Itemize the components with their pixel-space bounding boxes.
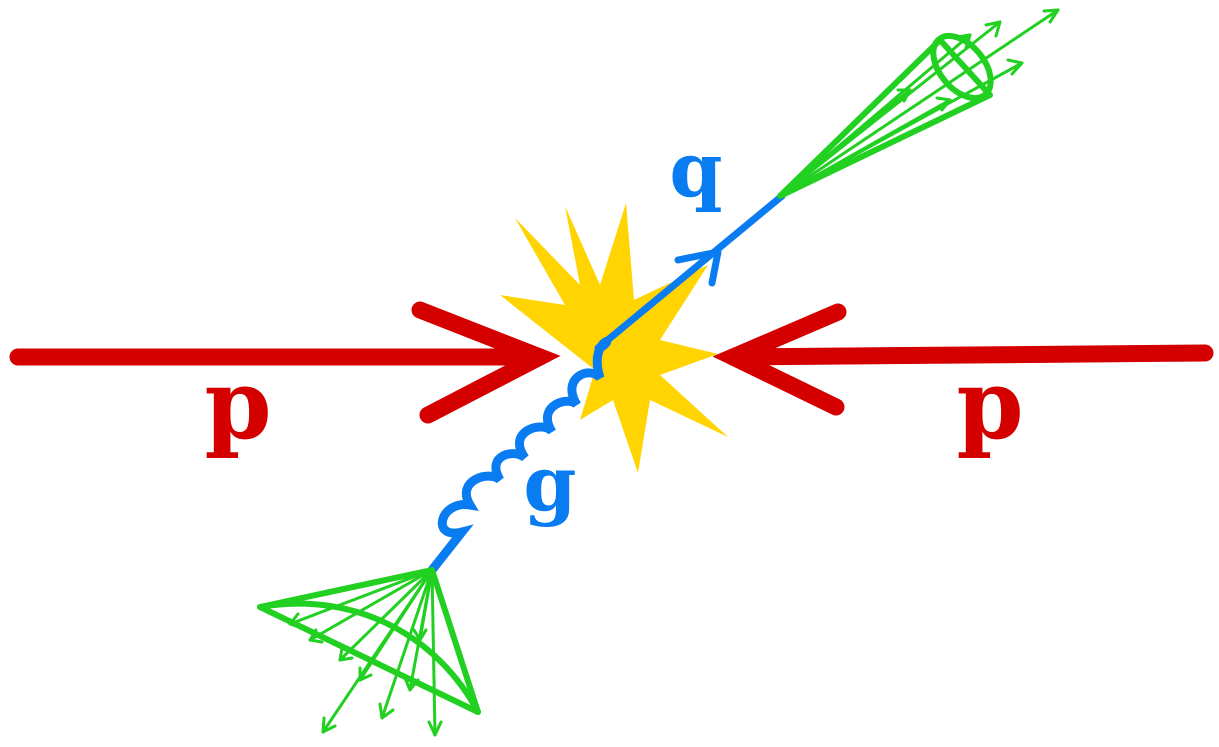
proton-left-label: p [204, 348, 271, 461]
proton-right-label: p [956, 348, 1023, 461]
quark-line [594, 192, 786, 352]
gluon-line [427, 337, 612, 575]
quark-label: q [669, 125, 722, 214]
gluon-label: g [523, 439, 576, 528]
proton-right-arrow [712, 303, 1214, 416]
jet-lower-cone-icon [257, 567, 481, 737]
proton-left-arrow [9, 301, 561, 424]
jet-upper-cone-icon [777, 8, 1060, 199]
